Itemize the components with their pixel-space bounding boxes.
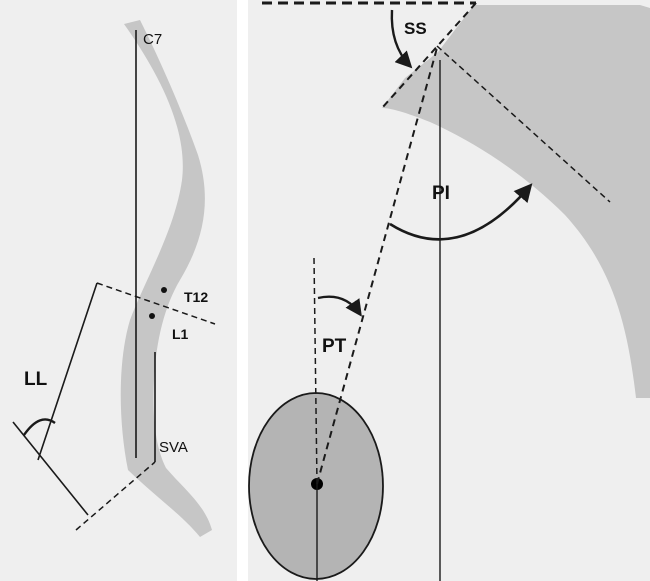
sva-label: SVA <box>159 439 188 456</box>
right-panel: SS PI PT <box>248 0 650 581</box>
ss-angle-arrow <box>390 9 413 69</box>
left-panel: C7 T12 L1 LL SVA <box>0 0 237 581</box>
ll-label: LL <box>24 369 48 390</box>
hip-to-endplate-line <box>316 47 438 485</box>
hip-vertical-dashed-line <box>313 257 318 485</box>
endplate-perpendicular-line <box>436 45 611 203</box>
c7-label: C7 <box>143 31 162 48</box>
spine-silhouette <box>120 20 212 537</box>
t12-dot <box>161 287 167 293</box>
t12-label: T12 <box>184 289 208 305</box>
ss-label: SS <box>404 19 427 38</box>
ll-upper-perpendicular <box>37 282 98 461</box>
pi-label: PI <box>432 183 450 204</box>
l1-label: L1 <box>172 326 189 342</box>
sacrum-silhouette <box>382 5 650 398</box>
t12-l1-endplate-line <box>96 282 216 325</box>
pi-angle-arrow <box>389 183 533 241</box>
l1-dot <box>149 313 155 319</box>
ll-lower-perpendicular <box>12 421 89 516</box>
ll-angle-arc <box>23 418 56 436</box>
pt-label: PT <box>322 336 347 357</box>
pt-angle-arrow <box>317 295 362 317</box>
s1-endplate-line <box>75 461 156 531</box>
